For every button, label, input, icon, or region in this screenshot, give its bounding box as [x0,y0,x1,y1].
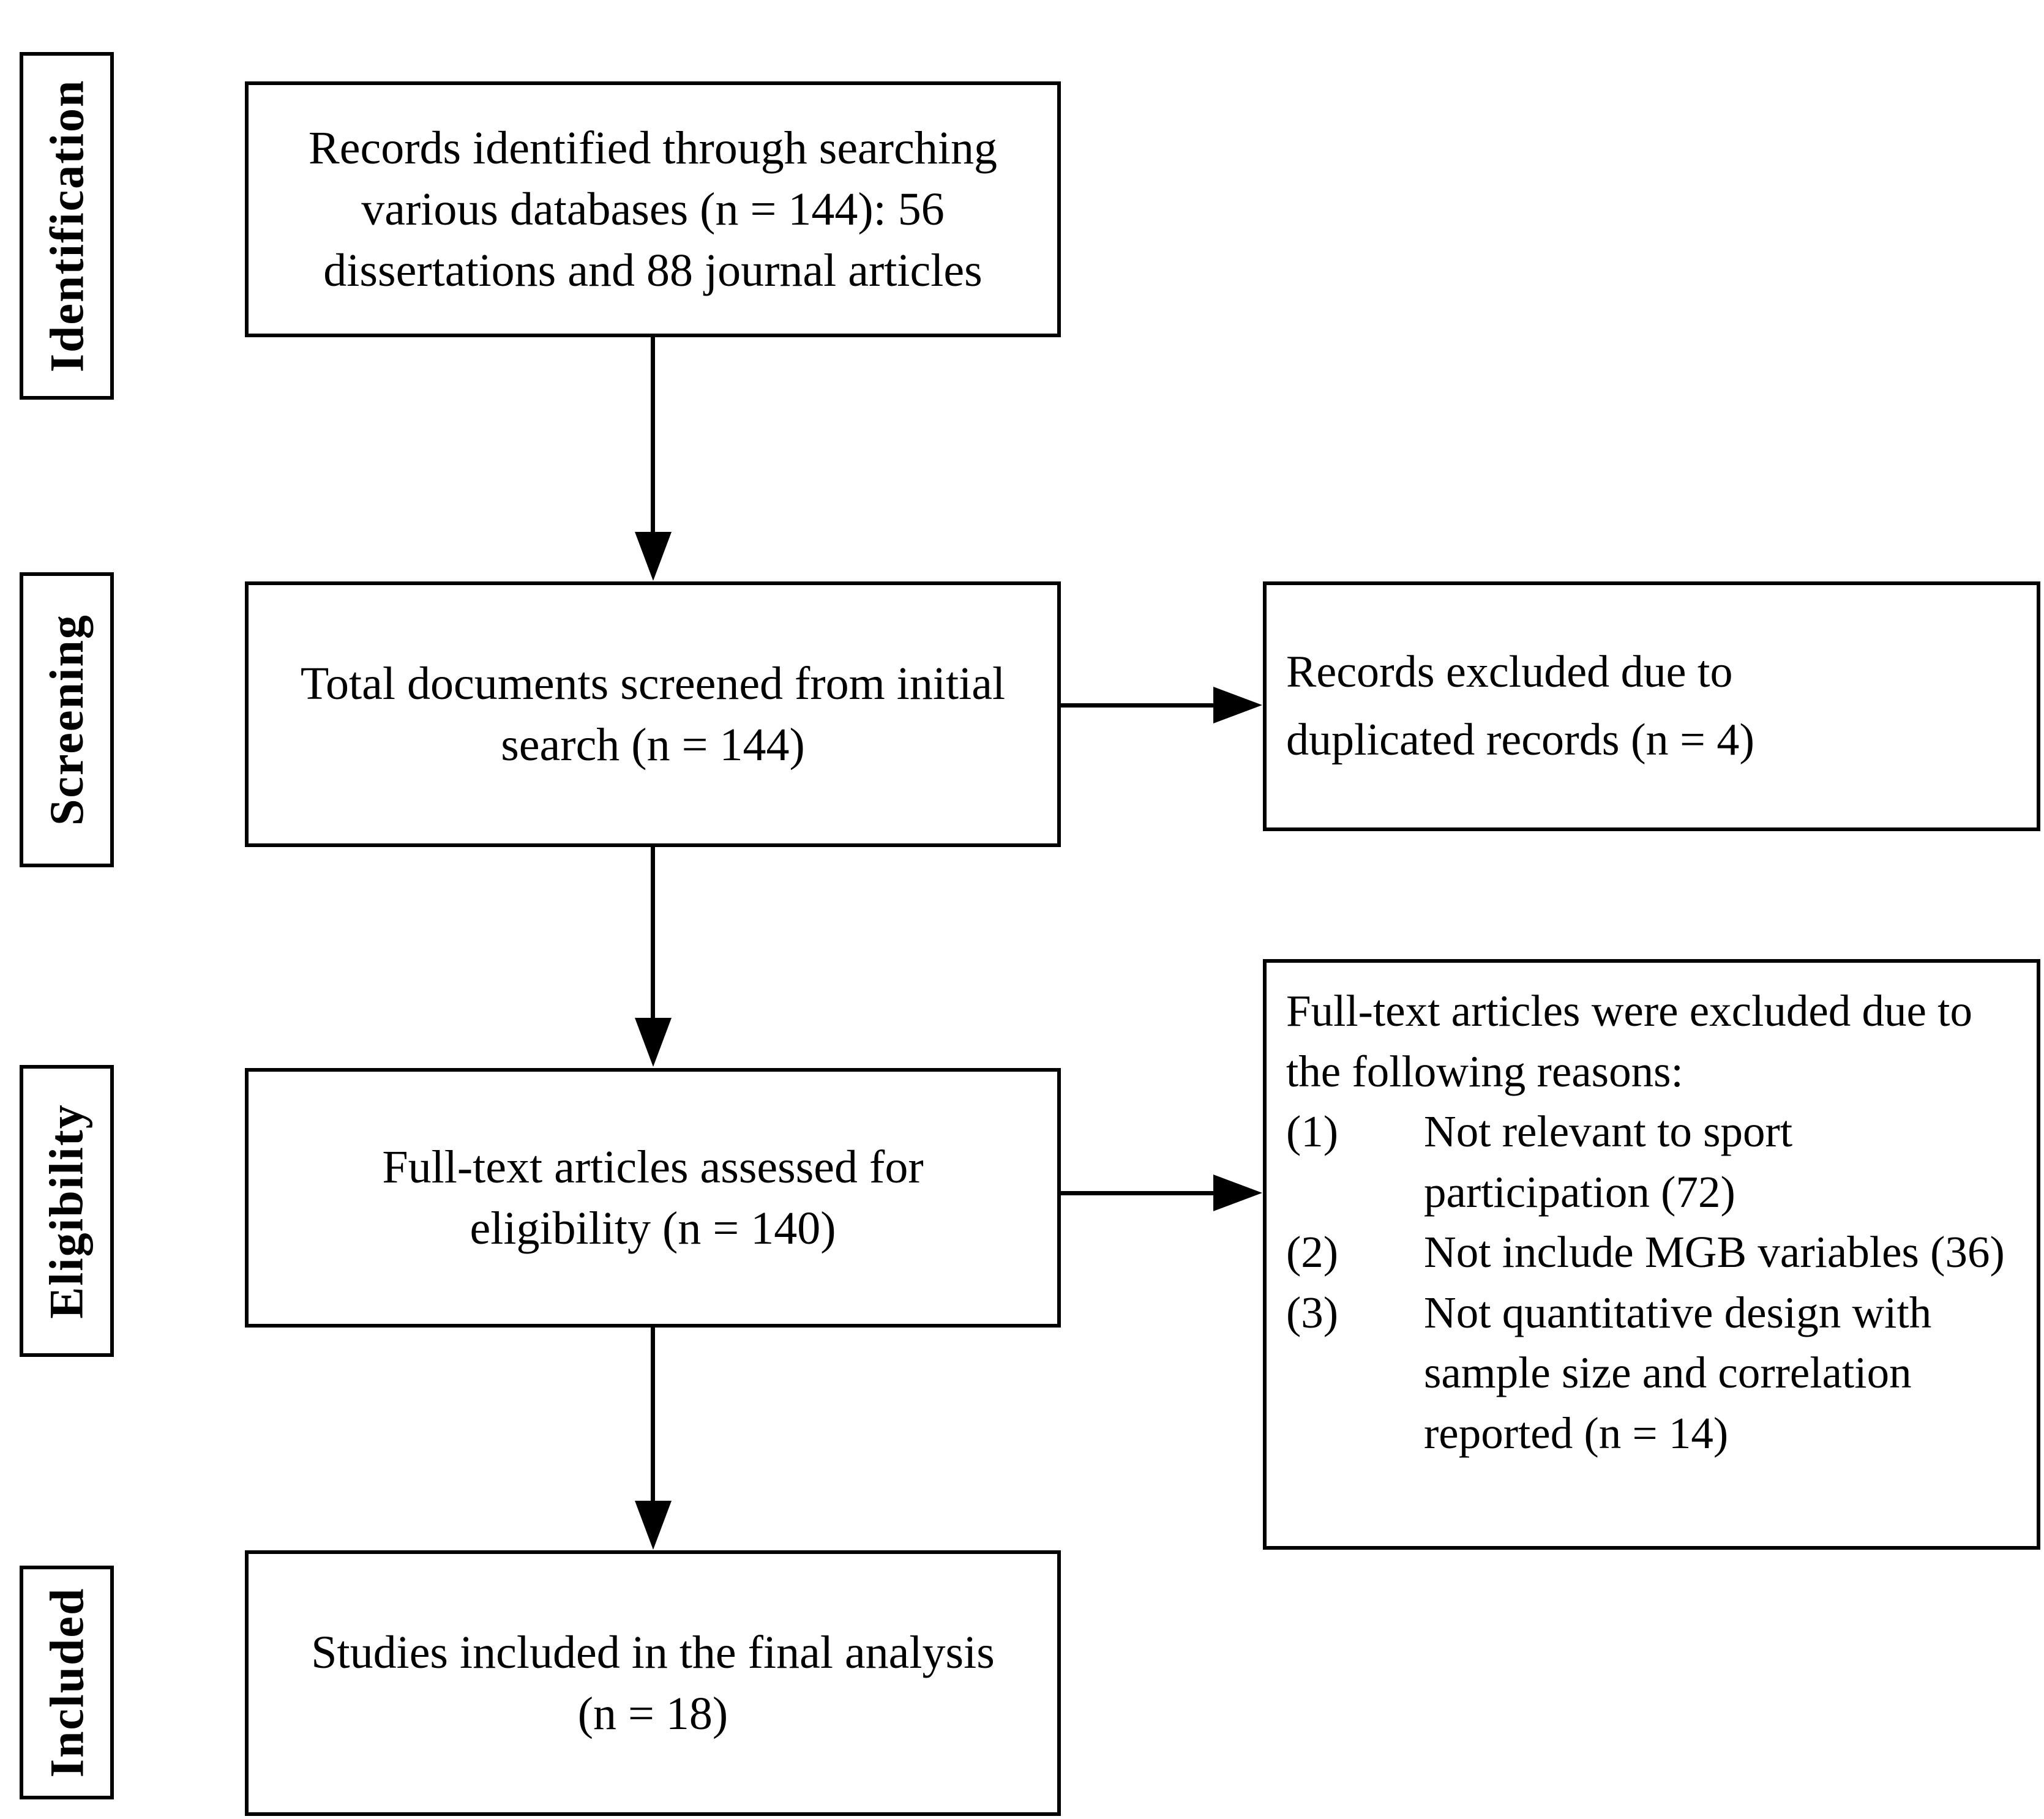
box-records-identified: Records identified through searching var… [245,81,1061,337]
stage-label-eligibility-text: Eligibility [40,1103,93,1319]
exclusion-reason-2-text: Not include MGB variables (36) [1424,1227,2005,1277]
exclusion-reason-2-number: (2) [1286,1227,1339,1277]
box-studies-included-line1: Studies included in the final analysis [311,1626,995,1678]
stage-label-identification-text: Identification [40,79,94,373]
exclusion-reason-1-number: (1) [1286,1107,1339,1157]
box-documents-screened: Total documents screened from initial se… [245,581,1061,847]
stage-label-eligibility: Eligibility [20,1065,114,1357]
box-documents-screened-text: Total documents screened from initial se… [300,657,1006,771]
box-studies-included-text: Studies included in the final analysis (… [311,1622,995,1745]
box-excluded-duplicates: Records excluded due to duplicated recor… [1263,581,2040,831]
stage-label-screening: Screening [20,572,114,867]
exclusion-reason-2: (2) Not include MGB variables (36) [1286,1222,2020,1283]
stage-label-identification: Identification [20,52,114,400]
exclusion-reasons-intro: Full-text articles were excluded due to … [1286,986,1972,1096]
box-studies-included-line2: (n = 18) [577,1688,728,1739]
box-records-identified-text: Records identified through searching var… [309,122,997,297]
stage-label-included: Included [20,1566,114,1799]
exclusion-reason-1: (1) Not relevant to sport participation … [1286,1102,2020,1222]
box-studies-included: Studies included in the final analysis (… [245,1550,1061,1816]
box-excluded-duplicates-text: Records excluded due to duplicated recor… [1286,647,1755,765]
exclusion-reason-3: (3) Not quantitative design with sample … [1286,1283,2020,1464]
stage-label-included-text: Included [40,1587,94,1778]
box-fulltext-assessed: Full-text articles assessed for eligibil… [245,1068,1061,1328]
stage-label-screening-text: Screening [40,614,94,826]
exclusion-reason-1-text: Not relevant to sport participation (72) [1424,1107,1793,1217]
exclusion-reason-3-text: Not quantitative design with sample size… [1424,1287,1932,1458]
exclusion-reason-3-number: (3) [1286,1287,1339,1337]
box-fulltext-assessed-text: Full-text articles assessed for eligibil… [382,1141,924,1254]
box-excluded-fulltext-content: Full-text articles were excluded due to … [1267,963,2037,1476]
box-excluded-fulltext: Full-text articles were excluded due to … [1263,959,2040,1550]
